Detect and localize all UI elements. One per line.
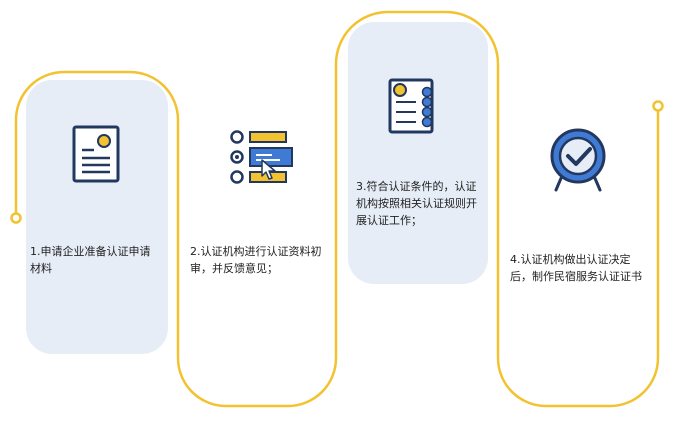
certificate-check-icon [550,128,606,192]
form-review-icon [230,130,293,184]
flow-start-dot [10,212,22,224]
step-2-text: 2.认证机构进行认证资料初审，并反馈意见； [190,245,322,275]
step-3-text: 3.符合认证条件的，认证机构按照相关认证规则开展认证工作； [356,180,477,227]
document-icon [72,125,120,183]
flow-path [14,10,660,408]
step-1-text: 1.申请企业准备认证申请材料 [30,245,151,275]
step-1-panel [26,80,168,354]
checklist-icon [388,78,434,134]
flow-end-dot [652,100,664,112]
step-4-text: 4.认证机构做出认证决定后，制作民宿服务认证证书 [510,253,642,283]
step-3-panel [348,22,488,284]
